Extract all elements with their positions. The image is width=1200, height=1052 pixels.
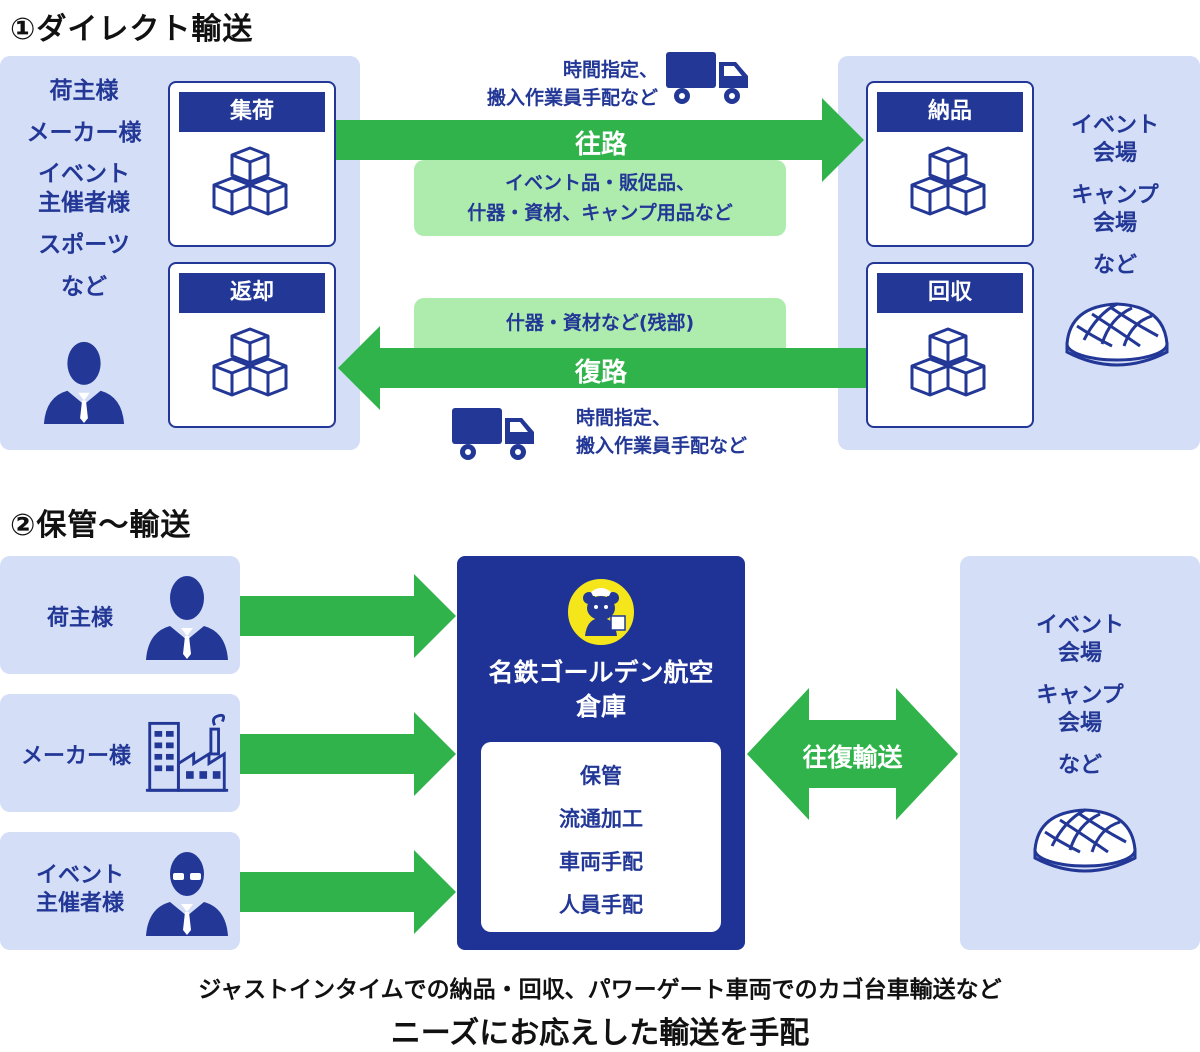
pickup-label: 集荷 xyxy=(179,92,325,132)
destination-item: イベント 会場 xyxy=(1070,113,1159,166)
person-glasses-icon xyxy=(142,846,232,936)
destination-item: など xyxy=(1092,253,1137,278)
warehouse-name: 名鉄ゴールデン航空 倉庫 xyxy=(488,658,714,721)
boxes-icon xyxy=(908,326,988,398)
shipper-item: イベント 主催者様 xyxy=(38,161,130,216)
destination-list: イベント 会場 キャンプ 会場 など xyxy=(1040,112,1190,280)
boxes-icon xyxy=(210,326,290,398)
client-panel: イベント 主催者様 xyxy=(0,832,240,950)
stadium-icon xyxy=(1062,300,1172,370)
service-item: 人員手配 xyxy=(559,893,643,917)
services-box: 保管 流通加工 車両手配 人員手配 xyxy=(481,742,721,932)
footer-line2: ニーズにお応えした輸送を手配 xyxy=(390,1016,810,1051)
inbound-label: 復路 xyxy=(574,358,627,388)
destination-item: など xyxy=(1057,753,1102,778)
warehouse-panel: 名鉄ゴールデン航空 倉庫 保管 流通加工 車両手配 人員手配 xyxy=(457,556,745,950)
shipper-item: スポーツ xyxy=(38,232,130,258)
shipper-person-icon xyxy=(40,336,128,424)
shipper-list: 荷主様 メーカー様 イベント 主催者様 スポーツ など xyxy=(0,76,168,314)
service-item: 保管 xyxy=(580,764,622,788)
destination-list-2: イベント 会場 キャンプ 会場 など xyxy=(960,612,1200,780)
client-arrow xyxy=(240,712,456,796)
factory-icon xyxy=(144,710,230,796)
client-label: メーカー様 xyxy=(20,744,131,769)
client-arrow xyxy=(240,574,456,658)
destination-item: キャンプ 会場 xyxy=(1036,683,1124,736)
collection-label: 回収 xyxy=(877,273,1023,313)
stadium-icon xyxy=(1030,806,1140,876)
outbound-note: 時間指定、 搬入作業員手配など xyxy=(486,59,658,109)
client-panel: メーカー様 xyxy=(0,694,240,812)
destination-item: イベント 会場 xyxy=(1035,613,1124,666)
person-icon xyxy=(142,570,232,660)
destination-panel-2: イベント 会場 キャンプ 会場 など xyxy=(960,556,1200,950)
inbound-arrow xyxy=(338,326,866,410)
client-arrow xyxy=(240,850,456,934)
client-label: 荷主様 xyxy=(46,606,113,631)
roundtrip-arrow xyxy=(747,688,958,820)
delivery-card: 納品 xyxy=(866,81,1034,247)
boxes-icon xyxy=(908,145,988,217)
client-label: イベント 主催者様 xyxy=(35,863,124,916)
footer-line1: ジャストインタイムでの納品・回収、パワーゲート車両でのカゴ台車輸送など xyxy=(198,977,1002,1003)
service-item: 流通加工 xyxy=(559,807,643,831)
service-item: 車両手配 xyxy=(559,850,643,874)
shipper-item: など xyxy=(61,274,107,300)
truck-icon xyxy=(452,406,536,462)
section2-title: ②保管〜輸送 xyxy=(10,508,192,543)
roundtrip-label: 往復輸送 xyxy=(802,743,903,772)
client-panel: 荷主様 xyxy=(0,556,240,674)
outbound-arrow xyxy=(336,98,864,182)
boxes-icon xyxy=(210,145,290,217)
collection-card: 回収 xyxy=(866,262,1034,428)
shipper-item: 荷主様 xyxy=(49,78,119,104)
return-card: 返却 xyxy=(168,262,336,428)
section1-title: ①ダイレクト輸送 xyxy=(10,12,254,47)
return-label: 返却 xyxy=(179,273,325,313)
pickup-card: 集荷 xyxy=(168,81,336,247)
inbound-note: 時間指定、 搬入作業員手配など xyxy=(576,407,748,457)
shipper-item: メーカー様 xyxy=(26,120,142,146)
destination-item: キャンプ 会場 xyxy=(1071,183,1159,236)
delivery-label: 納品 xyxy=(877,92,1023,132)
outbound-goods: イベント品・販促品、 什器・資材、キャンプ用品など xyxy=(414,160,786,236)
outbound-label: 往路 xyxy=(574,130,627,160)
bear-mascot-icon xyxy=(566,577,636,647)
